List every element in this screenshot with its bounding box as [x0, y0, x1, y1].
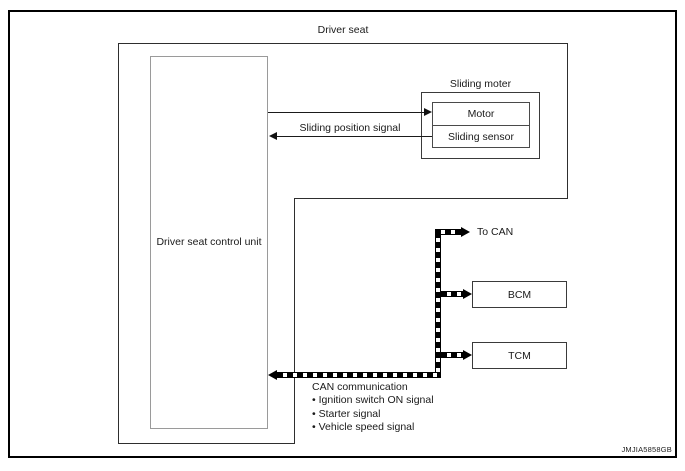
can-main-line [277, 372, 441, 378]
can-signal-item: • Vehicle speed signal [312, 421, 415, 434]
sliding-position-signal-label: Sliding position signal [299, 122, 401, 134]
tcm-label: TCM [508, 349, 531, 362]
motor-box: Motor [432, 102, 530, 126]
sliding-sensor-label: Sliding sensor [448, 130, 514, 143]
diagram-title: Driver seat [317, 24, 369, 36]
figure-frame [8, 10, 677, 458]
to-can-arrowhead-icon [461, 227, 470, 237]
driver-seat-boundary-bottom [118, 443, 295, 444]
bcm-box: BCM [472, 281, 567, 308]
driver-seat-control-unit-box [150, 56, 268, 429]
tcm-box: TCM [472, 342, 567, 369]
driver-seat-boundary-step-vertical [294, 198, 295, 444]
can-signal-item: • Ignition switch ON signal [312, 394, 434, 407]
driver-seat-boundary-top [118, 43, 568, 44]
motor-drive-arrowhead-icon [424, 108, 432, 116]
can-communication-title: CAN communication [312, 381, 408, 393]
tcm-arrowhead-icon [463, 350, 472, 360]
can-branch-tcm-line [441, 352, 463, 358]
figure-code: JMJIA5858GB [621, 445, 672, 454]
bcm-arrowhead-icon [463, 289, 472, 299]
to-can-label: To CAN [477, 226, 514, 238]
can-branch-to-can-line [435, 229, 461, 235]
sliding-position-signal-arrowhead-icon [269, 132, 277, 140]
can-communication-block: CAN communication • Ignition switch ON s… [312, 381, 434, 435]
can-main-arrowhead-icon [268, 370, 277, 380]
sliding-sensor-box: Sliding sensor [432, 125, 530, 148]
sliding-motor-group-label: Sliding moter [449, 78, 512, 90]
driver-seat-boundary-right [567, 43, 568, 199]
sliding-position-signal-line [277, 136, 432, 137]
driver-seat-control-unit-label: Driver seat control unit [156, 236, 262, 248]
can-branch-bcm-line [441, 291, 463, 297]
driver-seat-boundary-step-horizontal [294, 198, 568, 199]
motor-drive-line [268, 112, 424, 113]
bcm-label: BCM [507, 288, 532, 301]
driver-seat-boundary-left [118, 43, 119, 444]
can-trunk-line [435, 229, 441, 378]
motor-label: Motor [467, 108, 495, 120]
sliding-motor-group-box [421, 92, 540, 159]
can-signal-item: • Starter signal [312, 407, 381, 420]
